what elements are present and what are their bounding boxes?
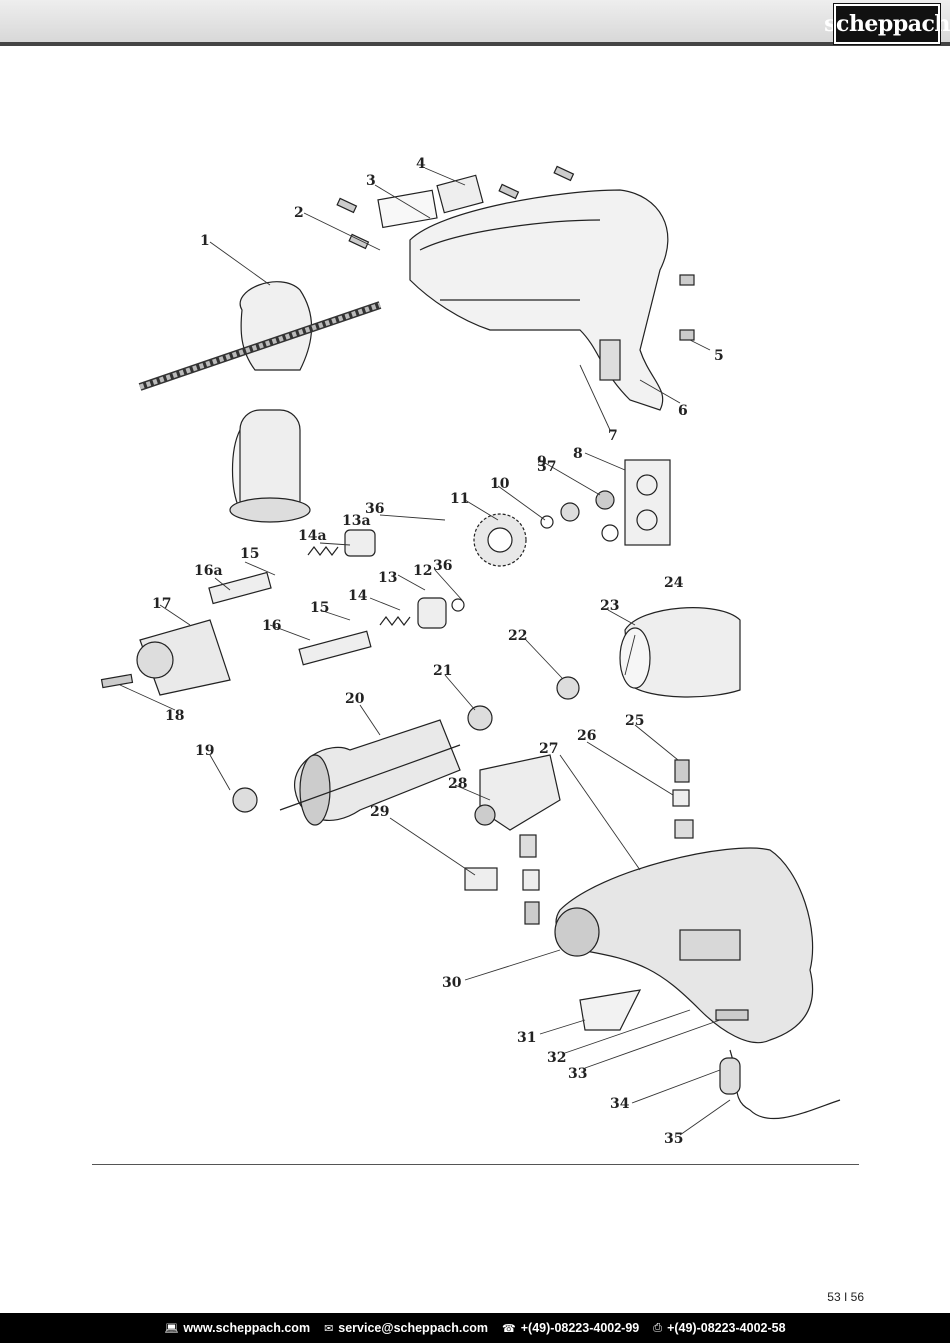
part-label: 27 xyxy=(539,741,558,757)
footer-divider xyxy=(92,1164,859,1165)
part-label: 13 xyxy=(378,570,397,586)
part-label: 35 xyxy=(664,1131,683,1147)
part-label: 22 xyxy=(508,628,527,644)
header-bar: scheppach xyxy=(0,0,950,46)
drill-housing-drawing xyxy=(554,847,841,1120)
exploded-parts-diagram: 1 2 3 4 5 6 7 8 9 10 11 12 13 13a 14 14a… xyxy=(80,150,880,1160)
part-label: 28 xyxy=(448,776,467,792)
part-label: 9 xyxy=(537,454,547,470)
part-label: 15 xyxy=(240,546,259,562)
brand-logo: scheppach xyxy=(824,3,950,45)
fax-text: +(49)-08223-4002-58 xyxy=(667,1321,786,1335)
part-label: 23 xyxy=(600,598,619,614)
part-label: 37 xyxy=(537,459,556,475)
part-label: 2 xyxy=(294,205,304,221)
bearing-21 xyxy=(467,705,493,731)
part-label: 32 xyxy=(547,1050,566,1066)
part-label: 20 xyxy=(345,691,365,707)
part-label: 4 xyxy=(416,156,426,172)
email-text: service@scheppach.com xyxy=(338,1321,489,1335)
part-label: 14 xyxy=(348,588,368,604)
part-label: 5 xyxy=(714,348,724,364)
armature-drawing xyxy=(279,719,461,826)
stator-field-drawing xyxy=(619,607,741,698)
part-label: 14a xyxy=(298,528,327,544)
part-label: 7 xyxy=(608,428,618,444)
side-handle-drawing xyxy=(138,281,382,523)
part-label: 10 xyxy=(490,476,510,492)
part-label: 31 xyxy=(517,1030,536,1046)
leader-lines xyxy=(119,167,731,1136)
part-label: 3 xyxy=(366,173,376,189)
fax-item: ⎙ +(49)-08223-4002-58 xyxy=(653,1321,785,1335)
part-label: 30 xyxy=(442,975,462,991)
bearing-19 xyxy=(232,787,258,813)
phone-icon: ☎ xyxy=(502,1322,516,1335)
part-label: 24 xyxy=(664,575,684,591)
part-label: 21 xyxy=(433,663,452,679)
spindle-parts-drawing xyxy=(208,529,465,666)
email-item[interactable]: ✉ service@scheppach.com xyxy=(324,1321,488,1335)
part-label: 11 xyxy=(450,491,469,507)
page-number: 53 I 56 xyxy=(827,1290,864,1304)
chuck-drawing xyxy=(100,619,231,696)
fax-icon: ⎙ xyxy=(653,1321,663,1334)
screws-drawing xyxy=(336,165,695,341)
part-label: 29 xyxy=(370,804,389,820)
part-label: 36 xyxy=(433,558,452,574)
part-label: 8 xyxy=(573,446,583,462)
part-label: 19 xyxy=(195,743,214,759)
part-label: 15 xyxy=(310,600,329,616)
part-label: 16a xyxy=(194,563,223,579)
envelope-icon: ✉ xyxy=(324,1322,334,1335)
phone-text: +(49)-08223-4002-99 xyxy=(520,1321,640,1335)
part-label: 16 xyxy=(262,618,281,634)
part-label: 18 xyxy=(165,708,184,724)
part-label: 26 xyxy=(577,728,596,744)
ring-22 xyxy=(556,676,580,700)
part-label: 36 xyxy=(365,501,384,517)
gear-assembly-drawing xyxy=(473,459,671,567)
part-label: 34 xyxy=(610,1096,630,1112)
part-label: 1 xyxy=(200,233,210,249)
housing-half-drawing xyxy=(377,174,669,411)
website-item[interactable]: 💻︎ www.scheppach.com xyxy=(164,1321,310,1335)
part-label: 17 xyxy=(152,596,171,612)
part-label: 33 xyxy=(568,1066,587,1082)
part-label: 13a xyxy=(342,513,371,529)
part-label: 25 xyxy=(625,713,644,729)
computer-icon: 💻︎ xyxy=(164,1322,179,1335)
website-text: www.scheppach.com xyxy=(183,1321,311,1335)
part-label: 6 xyxy=(678,403,688,419)
part-label: 12 xyxy=(413,563,432,579)
phone-item: ☎ +(49)-08223-4002-99 xyxy=(502,1321,639,1335)
contact-footer: 💻︎ www.scheppach.com ✉ service@scheppach… xyxy=(0,1313,950,1343)
